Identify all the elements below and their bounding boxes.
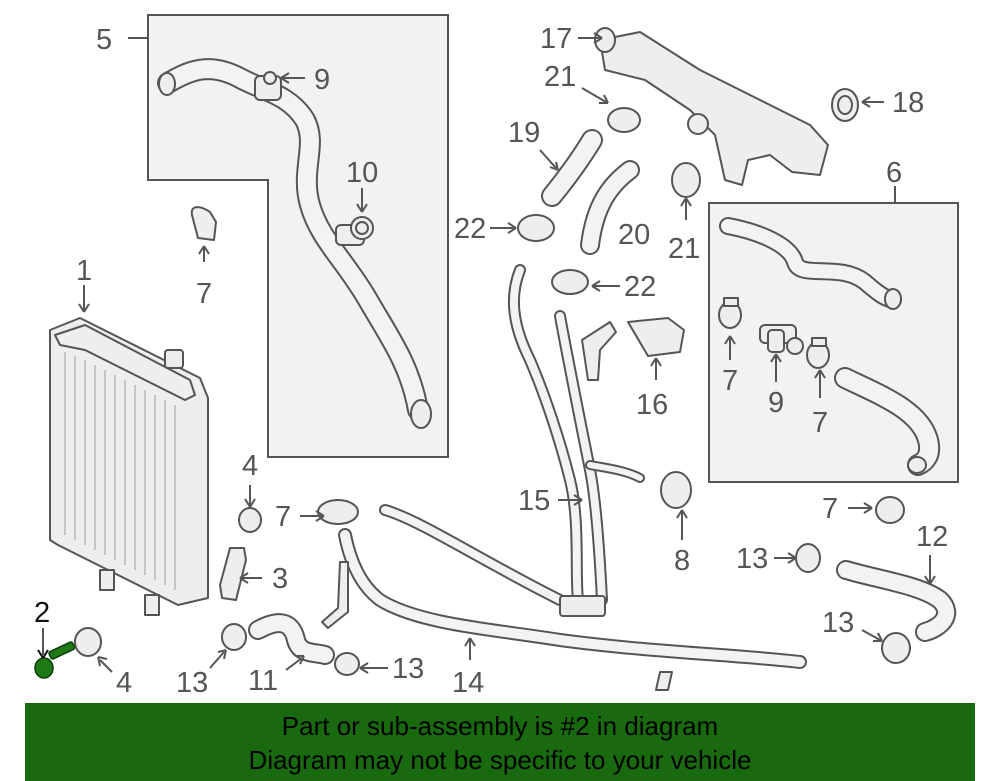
- connector-10: [335, 216, 374, 246]
- hose-12: [836, 560, 957, 642]
- callout-8: 8: [674, 545, 690, 577]
- clamp-7-mid: [317, 499, 359, 525]
- info-banner: Part or sub-assembly is #2 in diagram Di…: [25, 703, 975, 781]
- callout-21-lower: 21: [668, 233, 700, 265]
- callout-19: 19: [508, 117, 540, 149]
- hose-20: [580, 160, 640, 255]
- callout-7-right: 7: [822, 493, 838, 525]
- clamp-7-right: [875, 496, 905, 524]
- callout-13-b: 13: [392, 653, 424, 685]
- leader-lines: [37, 32, 936, 674]
- clamp-13-d: [881, 632, 911, 664]
- callout-7-left: 7: [196, 278, 212, 310]
- clamp-8: [660, 471, 692, 509]
- callout-13-d: 13: [822, 607, 854, 639]
- clamp-7-left: [190, 206, 217, 241]
- callout-2-highlighted: 2: [34, 597, 50, 629]
- clamp-13-b: [334, 652, 360, 676]
- banner-line-1: Part or sub-assembly is #2 in diagram: [281, 711, 719, 741]
- callout-22-upper: 22: [454, 213, 486, 245]
- pipe-15: [379, 264, 645, 617]
- callout-15: 15: [518, 485, 550, 517]
- grommet-4-upper: [238, 507, 262, 533]
- upper-hose-5: [157, 58, 432, 429]
- sensor-3: [219, 547, 247, 601]
- cap-22-lower: [551, 269, 589, 295]
- callout-7-box6b: 7: [812, 407, 828, 439]
- clamp-13-c: [795, 543, 821, 573]
- callout-11: 11: [248, 665, 278, 697]
- pipe-14: [321, 528, 807, 691]
- callout-1: 1: [76, 255, 92, 287]
- grommet-4-lower: [74, 627, 102, 657]
- hose-group-5-box: [147, 14, 449, 458]
- t-connector-9: [759, 324, 804, 355]
- callout-9-box6: 9: [768, 387, 784, 419]
- hose-group-6: [718, 217, 941, 476]
- callout-10: 10: [346, 157, 378, 189]
- callout-18: 18: [892, 87, 924, 119]
- callout-7-mid: 7: [275, 501, 291, 533]
- callout-21-upper: 21: [544, 61, 576, 93]
- callout-9-upper: 9: [314, 64, 330, 96]
- clamp-21-upper: [607, 107, 641, 133]
- cap-22-upper: [517, 214, 555, 242]
- clamp-7-box6a: [718, 297, 742, 329]
- bracket-16: [581, 317, 685, 381]
- callout-5: 5: [96, 24, 112, 56]
- hose-19: [541, 129, 603, 207]
- banner-line-2: Diagram may not be specific to your vehi…: [248, 745, 752, 775]
- callout-4-upper: 4: [242, 450, 258, 482]
- hose-11: [248, 613, 335, 665]
- manifold-17: [594, 27, 829, 186]
- ring-18: [831, 88, 859, 122]
- callout-22-lower: 22: [624, 271, 656, 303]
- radiator-1: [49, 317, 209, 616]
- callout-13-c: 13: [736, 543, 768, 575]
- clamp-13-a: [221, 623, 247, 651]
- callout-6: 6: [886, 157, 902, 189]
- callout-3: 3: [272, 563, 288, 595]
- callout-4-lower: 4: [116, 667, 132, 699]
- callout-12: 12: [916, 521, 948, 553]
- callout-16: 16: [636, 389, 668, 421]
- bolt-2-highlighted: [34, 641, 76, 679]
- clamp-21-lower: [671, 162, 701, 198]
- callout-17: 17: [540, 23, 572, 55]
- callout-14: 14: [452, 667, 484, 699]
- callout-13-a: 13: [176, 667, 208, 699]
- connector-9-upper: [254, 71, 282, 101]
- clamp-7-box6b: [806, 337, 830, 369]
- callout-7-box6a: 7: [722, 365, 738, 397]
- callout-20: 20: [618, 219, 650, 251]
